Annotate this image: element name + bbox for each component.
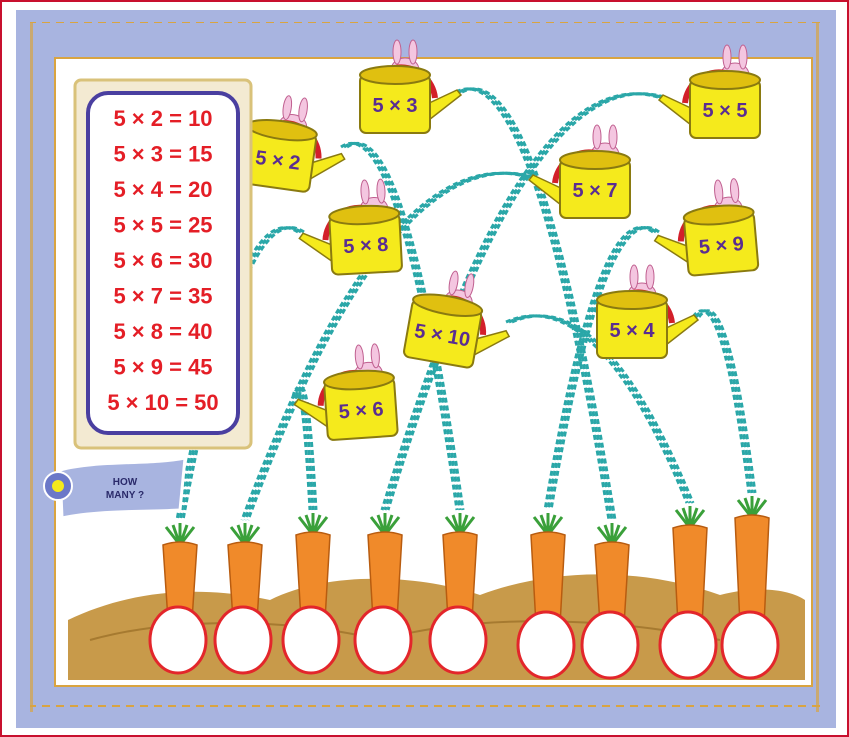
table-line: 5 × 10 = 50 bbox=[107, 390, 218, 415]
water-stream bbox=[694, 309, 754, 494]
can-label: 5 × 6 bbox=[338, 398, 384, 423]
carrot bbox=[580, 523, 640, 680]
frame-stitch-left bbox=[30, 22, 33, 712]
carrot bbox=[720, 496, 780, 680]
answer-circle[interactable] bbox=[148, 605, 208, 675]
table-card bbox=[86, 91, 240, 435]
answer-circle[interactable] bbox=[658, 610, 718, 680]
answer-circle[interactable] bbox=[720, 610, 780, 680]
answer-circle[interactable] bbox=[213, 605, 273, 675]
carrot-body bbox=[734, 514, 770, 626]
carrot bbox=[353, 513, 413, 675]
carrot-body bbox=[530, 531, 566, 626]
frame-stitch-top bbox=[30, 22, 823, 25]
water-stream bbox=[383, 92, 662, 511]
carrot-body bbox=[367, 531, 403, 621]
label-line-1: HOW bbox=[113, 477, 138, 488]
carrot-body bbox=[295, 531, 331, 621]
multiplication-table: 5 × 2 = 10 5 × 3 = 15 5 × 4 = 20 5 × 5 = 25… bbox=[73, 78, 253, 450]
water-stream bbox=[343, 141, 462, 511]
can-label: 5 × 5 bbox=[702, 100, 747, 122]
carrot-body bbox=[227, 541, 263, 621]
carrot bbox=[516, 513, 576, 680]
can-label: 5 × 4 bbox=[609, 320, 655, 342]
carrot-body bbox=[162, 541, 198, 621]
carrot bbox=[658, 506, 718, 680]
label-banner bbox=[58, 456, 187, 520]
table-line: 5 × 2 = 10 bbox=[113, 106, 212, 131]
watering-can: 5 × 4 bbox=[596, 264, 700, 359]
flower-center-icon bbox=[52, 480, 64, 492]
table-line: 5 × 4 = 20 bbox=[113, 177, 212, 202]
water-stream bbox=[691, 309, 751, 494]
table-line: 5 × 6 = 30 bbox=[113, 248, 212, 273]
carrot-row bbox=[148, 496, 780, 680]
water-stream bbox=[697, 309, 757, 494]
table-line: 5 × 8 = 40 bbox=[113, 319, 212, 344]
carrot-body bbox=[594, 541, 630, 626]
label-line-2: MANY ? bbox=[106, 490, 144, 501]
carrot bbox=[428, 513, 488, 675]
watering-can: 5 × 5 bbox=[657, 44, 761, 139]
water-stream bbox=[543, 226, 654, 511]
table-line: 5 × 3 = 15 bbox=[113, 142, 212, 167]
watering-can: 5 × 10 bbox=[403, 270, 511, 369]
watering-can: 5 × 8 bbox=[298, 178, 403, 276]
watering-can: 5 × 6 bbox=[293, 343, 399, 441]
carrot bbox=[148, 523, 208, 675]
water-stream bbox=[546, 226, 657, 511]
table-line: 5 × 7 = 35 bbox=[113, 284, 212, 309]
answer-circle[interactable] bbox=[580, 610, 640, 680]
water-stream bbox=[386, 92, 665, 511]
carrot-body bbox=[672, 524, 708, 626]
table-line: 5 × 5 = 25 bbox=[113, 213, 212, 238]
can-label: 5 × 8 bbox=[343, 234, 389, 258]
watering-can: 5 × 7 bbox=[527, 124, 631, 219]
answer-circle[interactable] bbox=[281, 605, 341, 675]
frame-stitch-bottom bbox=[30, 704, 823, 707]
table-line: 5 × 9 = 45 bbox=[113, 355, 212, 380]
can-label: 5 × 7 bbox=[572, 180, 617, 202]
water-stream bbox=[346, 141, 465, 511]
watering-can: 5 × 3 bbox=[359, 39, 463, 134]
can-label: 5 × 9 bbox=[698, 233, 745, 259]
answer-circle[interactable] bbox=[516, 610, 576, 680]
watering-can: 5 × 9 bbox=[653, 178, 760, 277]
answer-circle[interactable] bbox=[428, 605, 488, 675]
answer-circle[interactable] bbox=[353, 605, 413, 675]
carrot bbox=[281, 513, 341, 675]
can-label: 5 × 3 bbox=[372, 95, 417, 117]
water-stream bbox=[380, 92, 659, 511]
how-many-label: HOW MANY ? bbox=[43, 456, 187, 520]
carrot bbox=[213, 523, 273, 675]
water-stream bbox=[549, 226, 660, 511]
carrot-body bbox=[442, 531, 478, 621]
frame-stitch-right bbox=[816, 22, 819, 712]
